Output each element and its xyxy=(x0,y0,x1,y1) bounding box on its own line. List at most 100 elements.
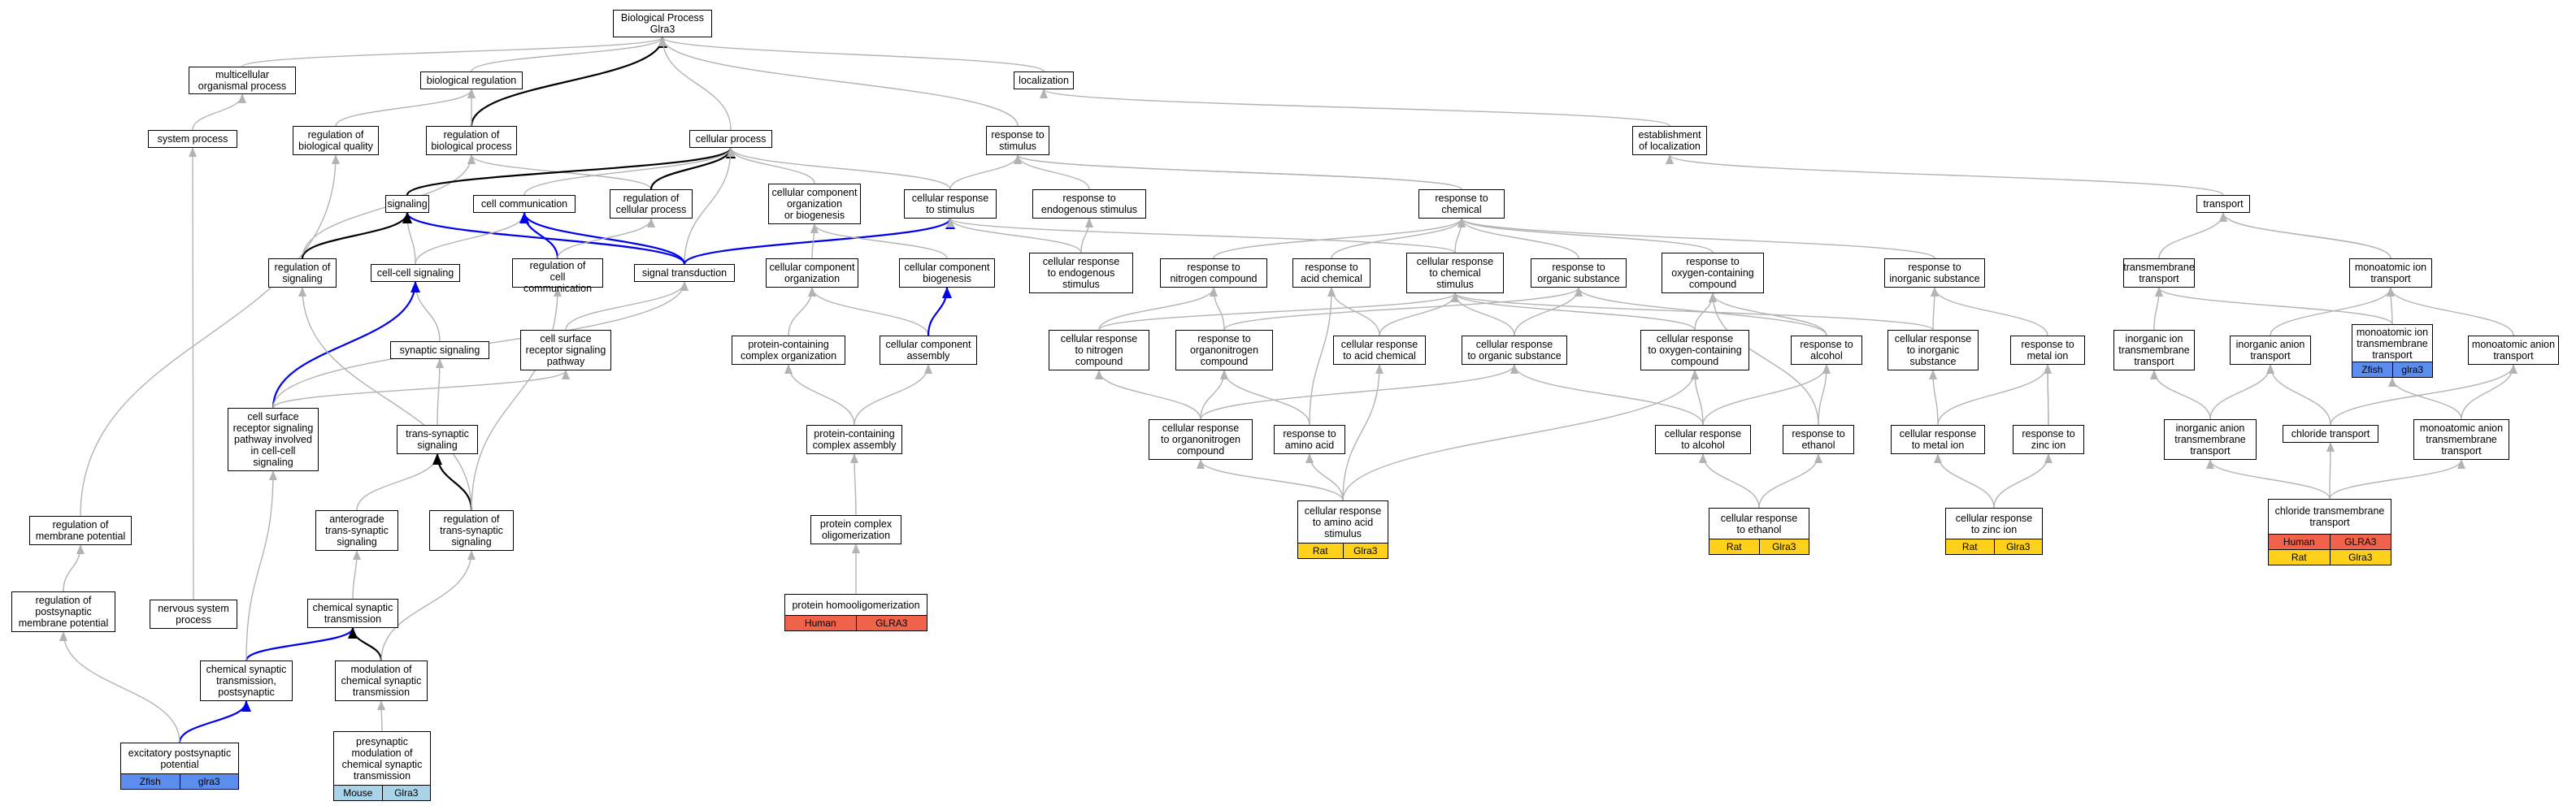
go-term-node[interactable]: cellular response to inorganic substance xyxy=(1887,330,1979,370)
go-term-node[interactable]: cellular response to organonitrogen comp… xyxy=(1149,419,1253,460)
go-term-node[interactable]: cellular process xyxy=(689,130,772,148)
go-term-node[interactable]: establishment of localization xyxy=(1632,126,1707,155)
go-term-node[interactable]: chemical synaptic transmission, postsyna… xyxy=(200,661,293,701)
go-term-node[interactable]: cellular response to oxygen-containing c… xyxy=(1640,330,1749,370)
is-a-edge xyxy=(411,281,441,342)
is-a-edge xyxy=(80,154,340,517)
go-term-node[interactable]: presynaptic modulation of chemical synap… xyxy=(333,731,431,801)
go-term-node[interactable]: protein complex oligomerization xyxy=(810,515,901,544)
go-term-node[interactable]: monoatomic ion transport xyxy=(2349,258,2432,288)
go-term-node[interactable]: response to nitrogen compound xyxy=(1160,258,1267,288)
go-term-node[interactable]: cellular response to alcohol xyxy=(1655,425,1751,454)
go-term-node[interactable]: regulation of cellular process xyxy=(610,189,693,219)
is-a-edge xyxy=(658,37,1045,72)
go-term-label: monoatomic anion transport xyxy=(2471,339,2556,362)
go-term-node[interactable]: trans-synaptic signaling xyxy=(397,425,478,454)
go-term-node[interactable]: response to ethanol xyxy=(1783,425,1854,454)
go-term-node[interactable]: cell surface receptor signaling pathway … xyxy=(228,408,319,471)
go-term-node[interactable]: cellular response to acid chemical xyxy=(1333,336,1426,365)
go-term-node[interactable]: nervous system process xyxy=(150,600,237,629)
go-term-node[interactable]: regulation of trans-synaptic signaling xyxy=(429,510,514,551)
go-term-label: signal transduction xyxy=(641,267,728,279)
go-term-node[interactable]: biological regulation xyxy=(420,71,523,89)
go-term-node[interactable]: cellular component assembly xyxy=(880,336,977,365)
is-a-edge xyxy=(2387,287,2514,336)
go-term-node[interactable]: monoatomic anion transport xyxy=(2468,336,2559,365)
go-term-node[interactable]: protein-containing complex assembly xyxy=(806,425,902,454)
go-term-node[interactable]: modulation of chemical synaptic transmis… xyxy=(335,661,428,701)
go-term-node[interactable]: inorganic anion transmembrane transport xyxy=(2164,419,2257,460)
go-term-node[interactable]: response to stimulus xyxy=(986,126,1049,155)
go-term-label: cellular response to organic substance xyxy=(1467,339,1562,362)
go-term-label: cellular response to alcohol xyxy=(1664,428,1742,451)
go-term-node[interactable]: cellular component biogenesis xyxy=(899,258,995,288)
go-term-node[interactable]: cellular response to endogenous stimulus xyxy=(1029,253,1133,293)
is-a-edge xyxy=(1213,218,1466,259)
is-a-edge xyxy=(1931,287,2048,336)
go-term-node[interactable]: regulation of biological quality xyxy=(293,126,379,155)
go-term-node[interactable]: response to metal ion xyxy=(2010,336,2085,365)
go-term-label: protein-containing complex assembly xyxy=(812,428,897,451)
go-term-node[interactable]: cellular response to organic substance xyxy=(1462,336,1567,365)
go-term-node[interactable]: response to organonitrogen compound xyxy=(1175,330,1273,370)
go-term-node[interactable]: localization xyxy=(1014,71,1074,89)
go-term-label: response to alcohol xyxy=(1800,339,1853,362)
go-term-node[interactable]: regulation of membrane potential xyxy=(29,516,132,545)
go-term-node[interactable]: Biological Process Glra3 xyxy=(613,10,712,37)
go-term-node[interactable]: response to oxygen-containing compound xyxy=(1662,253,1764,293)
go-term-node[interactable]: cellular response to stimulus xyxy=(904,189,997,219)
go-term-node[interactable]: cell surface receptor signaling pathway xyxy=(520,330,611,370)
species-tag: Rat xyxy=(1298,544,1343,558)
go-term-node[interactable]: response to organic substance xyxy=(1531,258,1627,288)
go-term-node[interactable]: response to endogenous stimulus xyxy=(1032,189,1146,219)
go-term-node[interactable]: response to inorganic substance xyxy=(1884,258,1985,288)
go-term-node[interactable]: signal transduction xyxy=(634,264,735,282)
go-term-node[interactable]: chloride transport xyxy=(2283,425,2378,443)
go-term-node[interactable]: cellular component organization or bioge… xyxy=(768,184,861,224)
go-term-node[interactable]: signaling xyxy=(385,195,429,213)
go-term-node[interactable]: chemical synaptic transmission xyxy=(307,599,398,628)
go-term-node[interactable]: response to zinc ion xyxy=(2013,425,2084,454)
go-term-node[interactable]: response to amino acid xyxy=(1274,425,1345,454)
go-term-node[interactable]: inorganic anion transport xyxy=(2230,336,2311,365)
go-term-node[interactable]: regulation of postsynaptic membrane pote… xyxy=(11,591,115,632)
go-term-node[interactable]: regulation of cell communication xyxy=(512,258,603,294)
go-term-label: cellular response to oxygen-containing c… xyxy=(1648,333,1742,367)
go-term-node[interactable]: cellular response to nitrogen compound xyxy=(1049,330,1149,370)
go-term-node[interactable]: response to acid chemical xyxy=(1292,258,1371,288)
go-term-node[interactable]: cell communication xyxy=(473,195,576,213)
go-term-node[interactable]: cellular response to chemical stimulus xyxy=(1406,253,1504,293)
go-term-node[interactable]: protein-containing complex organization xyxy=(732,336,845,365)
go-term-node[interactable]: regulation of signaling xyxy=(268,258,337,288)
is-a-edge xyxy=(2461,364,2517,420)
go-term-node[interactable]: response to chemical xyxy=(1418,189,1505,219)
go-term-node[interactable]: transmembrane transport xyxy=(2123,258,2195,288)
go-term-label: presynaptic modulation of chemical synap… xyxy=(341,735,423,782)
go-term-label: inorganic anion transmembrane transport xyxy=(2174,422,2246,457)
go-term-node[interactable]: transport xyxy=(2196,195,2250,213)
go-term-node[interactable]: response to alcohol xyxy=(1791,336,1862,365)
go-term-node[interactable]: system process xyxy=(148,130,237,148)
go-term-node[interactable]: cellular response to amino acid stimulus… xyxy=(1297,500,1388,559)
go-term-node[interactable]: regulation of biological process xyxy=(426,126,517,155)
is-a-edge xyxy=(1929,370,1939,426)
go-term-node[interactable]: monoatomic anion transmembrane transport xyxy=(2413,419,2509,460)
go-term-node[interactable]: cell-cell signaling xyxy=(371,264,460,282)
go-term-node[interactable]: inorganic ion transmembrane transport xyxy=(2113,330,2195,370)
go-term-label: cell-cell signaling xyxy=(376,267,454,279)
is-a-edge xyxy=(301,212,412,259)
is-a-edge xyxy=(1342,370,1699,501)
go-term-node[interactable]: cellular component organization xyxy=(766,258,858,288)
go-term-node[interactable]: cellular response to metal ion xyxy=(1891,425,1985,454)
go-term-node[interactable]: multicellular organismal process xyxy=(189,67,296,94)
go-term-node[interactable]: anterograde trans-synaptic signaling xyxy=(315,510,398,551)
go-term-node[interactable]: synaptic signaling xyxy=(390,341,489,359)
